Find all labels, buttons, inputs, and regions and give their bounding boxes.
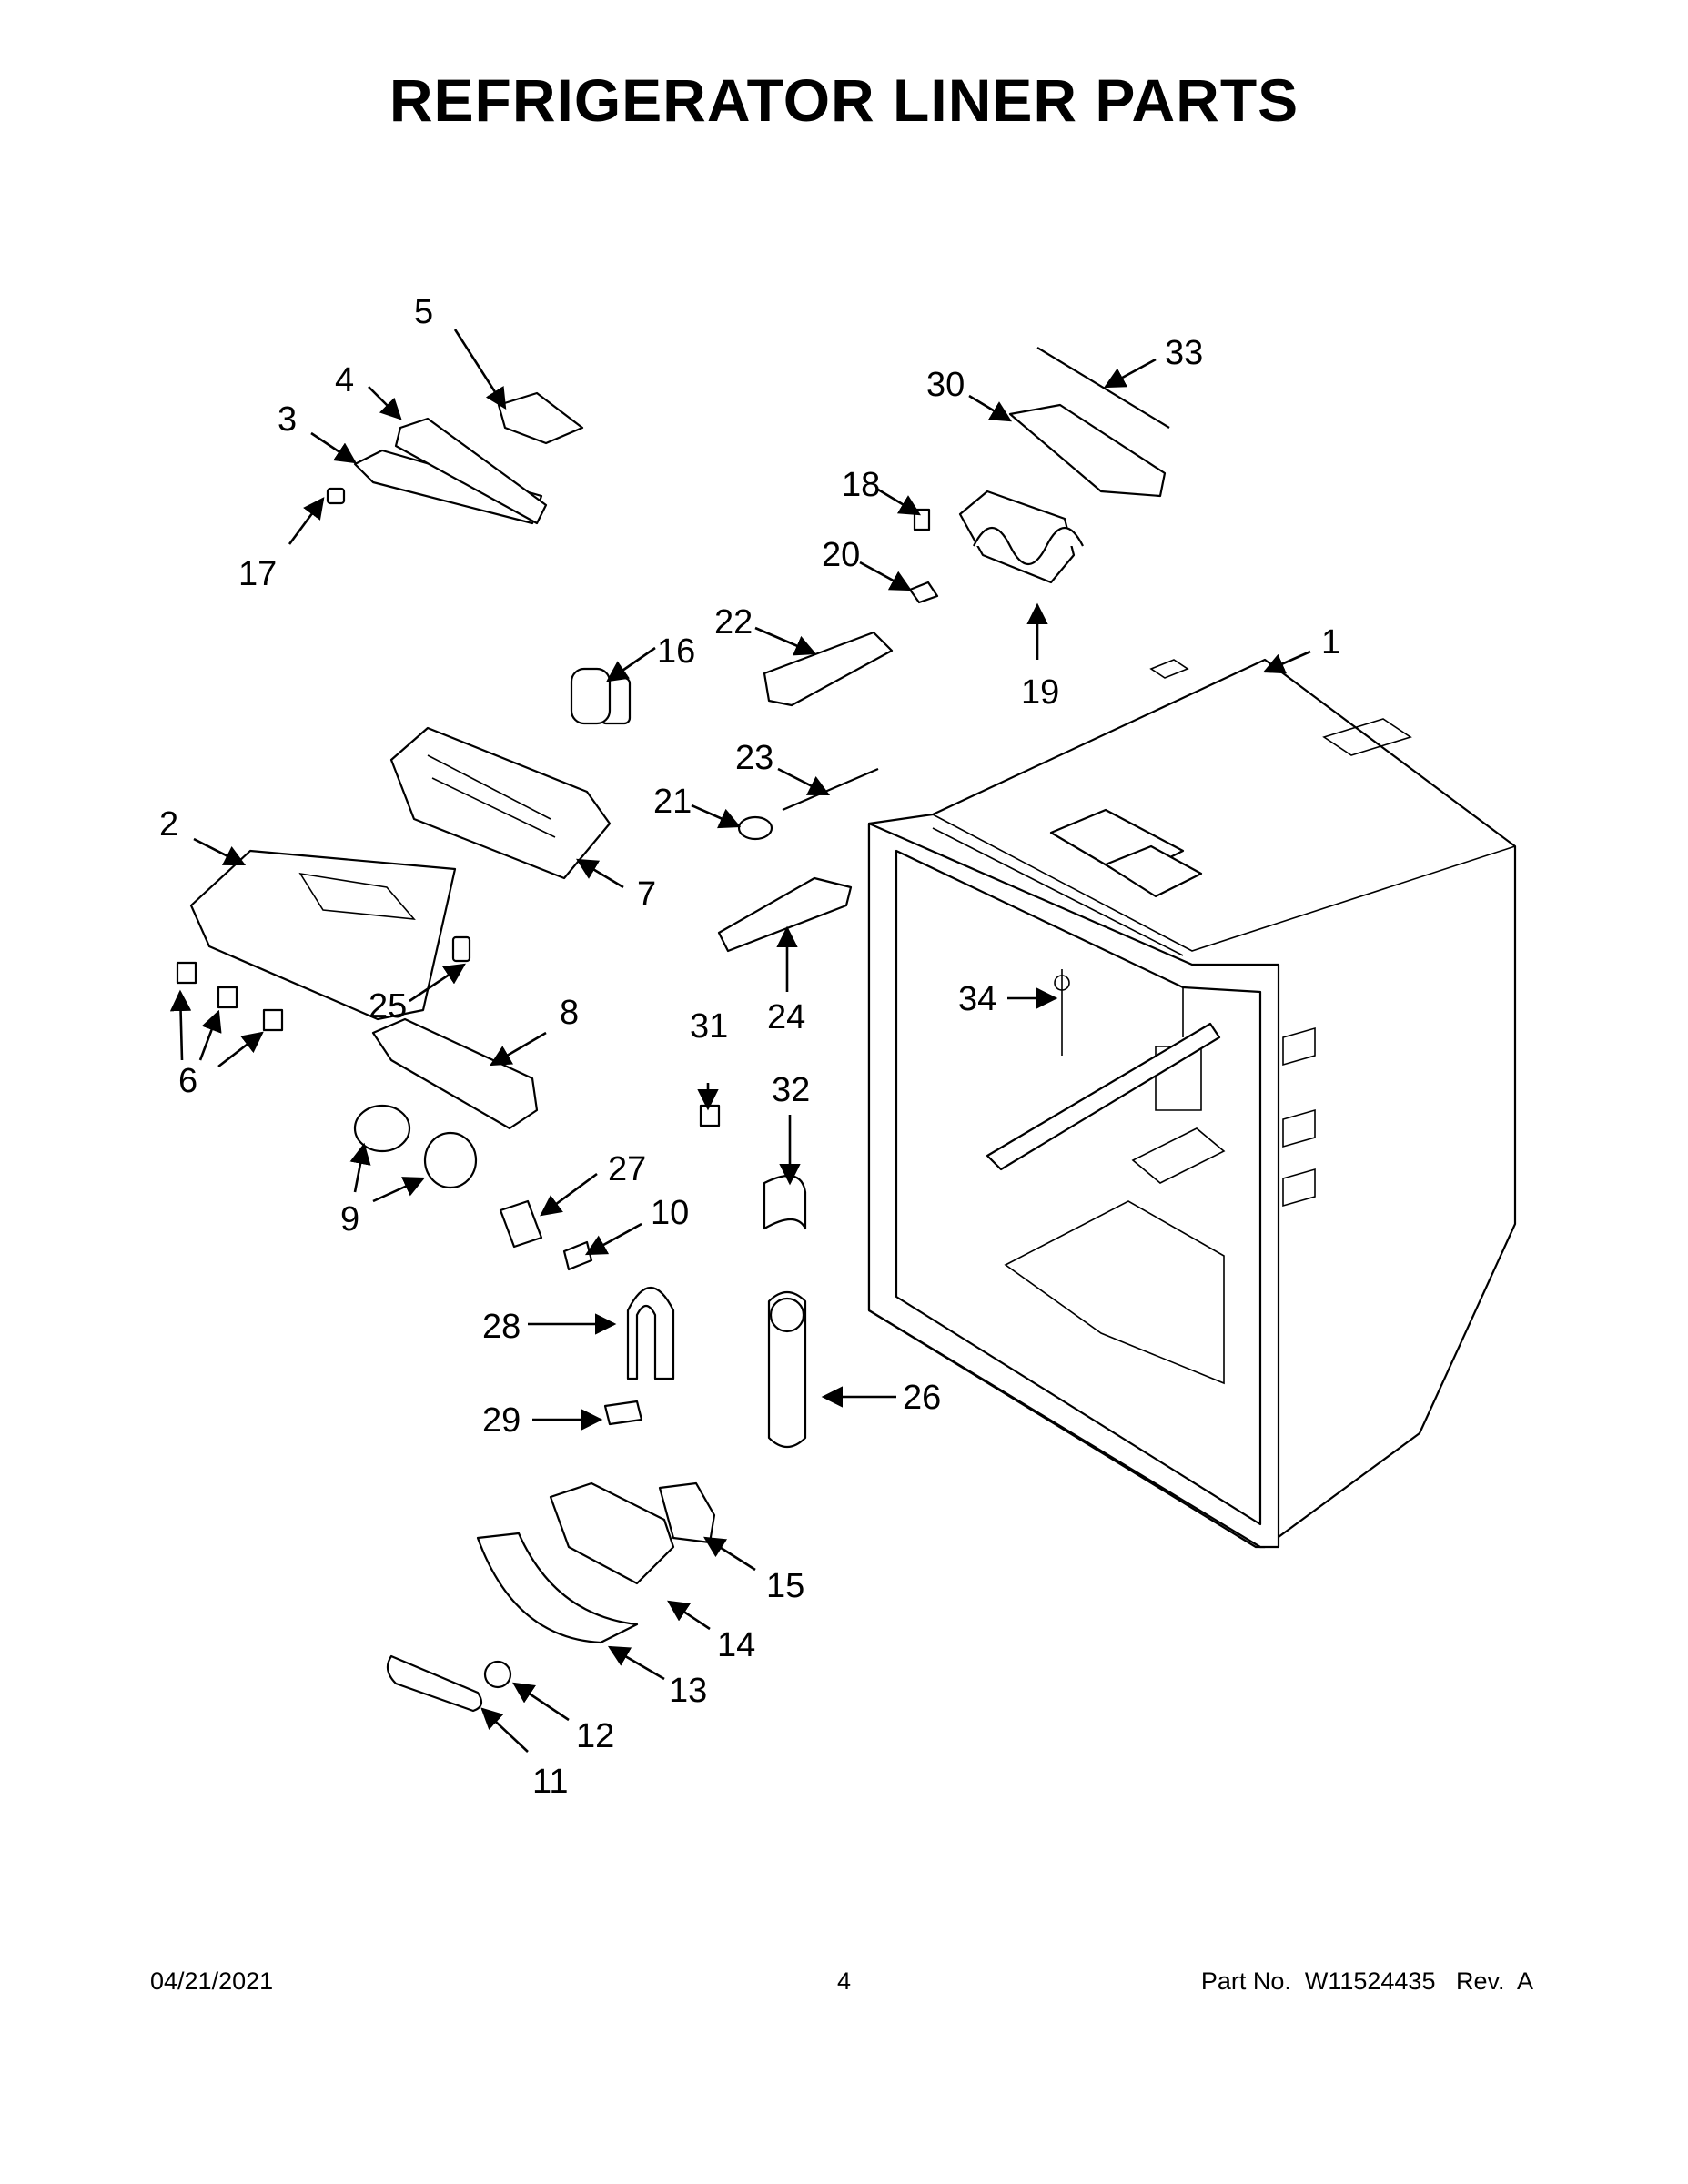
callout-24: 24 — [767, 998, 805, 1036]
trim-and-bin-parts-11-12-13-14-15 — [386, 1481, 716, 1713]
callout-19: 19 — [1021, 673, 1059, 712]
callout-25: 25 — [369, 987, 407, 1026]
callout-10: 10 — [651, 1194, 689, 1232]
callout-34: 34 — [958, 980, 996, 1018]
leader-lines — [169, 329, 1311, 1753]
callout-5: 5 — [414, 293, 433, 331]
callout-11: 11 — [532, 1763, 568, 1801]
callout-18: 18 — [842, 466, 880, 504]
callout-33: 33 — [1165, 334, 1203, 372]
control-housing-parts-3-4-5 — [326, 391, 584, 525]
callout-23: 23 — [735, 739, 773, 777]
heater-and-fan-parts-18-19-20-30-33 — [908, 347, 1170, 604]
callout-13: 13 — [669, 1672, 707, 1710]
callout-31: 31 — [690, 1007, 728, 1046]
callout-21: 21 — [653, 783, 692, 821]
callout-30: 30 — [926, 366, 965, 404]
callout-17: 17 — [238, 555, 277, 593]
callout-7: 7 — [637, 875, 656, 914]
callout-22: 22 — [714, 603, 753, 642]
callout-20: 20 — [822, 536, 860, 574]
footer-page-number: 4 — [836, 1967, 852, 1995]
callout-28: 28 — [482, 1308, 521, 1346]
page-title: REFRIGERATOR LINER PARTS — [389, 66, 1299, 134]
callout-32: 32 — [772, 1071, 810, 1109]
footer-part-number: Part No. W11524435 Rev. A — [1200, 1967, 1533, 1995]
evaporator-parts-21-22-23-24 — [570, 631, 894, 953]
duct-cover-parts-2-7 — [189, 676, 632, 1021]
dispenser-parts-8-9-10-27-28-29-31-32-26 — [353, 1017, 807, 1449]
callout-29: 29 — [482, 1401, 521, 1440]
callout-27: 27 — [608, 1150, 646, 1188]
callout-2: 2 — [159, 805, 178, 844]
callout-3: 3 — [278, 400, 297, 439]
callout-8: 8 — [560, 994, 579, 1032]
callout-16: 16 — [657, 632, 695, 671]
callout-6: 6 — [178, 1062, 197, 1100]
callout-15: 15 — [766, 1567, 804, 1605]
callout-1: 1 — [1321, 623, 1340, 662]
liner-cabinet-part-1 — [867, 658, 1517, 1549]
callout-4: 4 — [335, 361, 354, 399]
callout-14: 14 — [717, 1626, 755, 1664]
callout-9: 9 — [340, 1200, 359, 1239]
footer-date: 04/21/2021 — [150, 1967, 274, 1995]
callout-labels: 1 2 3 4 5 6 7 8 9 10 11 12 13 14 15 16 1… — [159, 293, 1340, 1801]
callout-26: 26 — [903, 1379, 941, 1417]
light-switch-parts-6 — [176, 961, 284, 1032]
callout-12: 12 — [576, 1717, 614, 1755]
